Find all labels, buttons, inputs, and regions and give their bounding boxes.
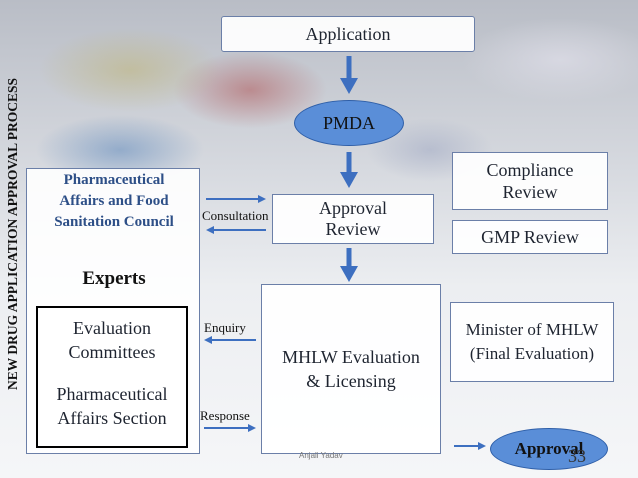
pmda-oval: PMDA	[294, 100, 404, 146]
arrow-enquiry	[204, 336, 256, 344]
minister-box: Minister of MHLW (Final Evaluation)	[450, 302, 614, 382]
footer-author: Anjali Yadav	[299, 451, 343, 460]
arrow-to-approval	[454, 442, 486, 450]
application-box: Application	[221, 16, 475, 52]
pharmaceutical-affairs-section-label: Pharmaceutical Affairs Section	[56, 384, 168, 428]
enquiry-label: Enquiry	[204, 320, 246, 335]
arrow-consultation-left	[206, 226, 266, 234]
arrow-approval-review-to-mhlw	[340, 248, 358, 282]
approval-review-box: Approval Review	[272, 194, 434, 244]
page-number: 33	[568, 446, 586, 466]
consultation-label: Consultation	[202, 208, 269, 223]
compliance-review-box: Compliance Review	[452, 152, 608, 210]
arrow-pmda-to-approval-review	[340, 152, 358, 188]
arrow-response	[204, 424, 256, 432]
response-label: Response	[200, 408, 250, 423]
council-title: Pharmaceutical Affairs and Food Sanitati…	[54, 172, 174, 230]
gmp-review-box: GMP Review	[452, 220, 608, 254]
evaluation-committees-label: Evaluation Committees	[68, 318, 156, 362]
arrow-consultation-right	[206, 195, 266, 203]
arrow-application-to-pmda	[340, 56, 358, 94]
approval-oval: Approval	[490, 428, 608, 470]
evaluation-committees-box: Evaluation Committees Pharmaceutical Aff…	[36, 306, 188, 448]
experts-label: Experts	[82, 268, 146, 289]
mhlw-evaluation-box: MHLW Evaluation & Licensing	[261, 284, 441, 454]
